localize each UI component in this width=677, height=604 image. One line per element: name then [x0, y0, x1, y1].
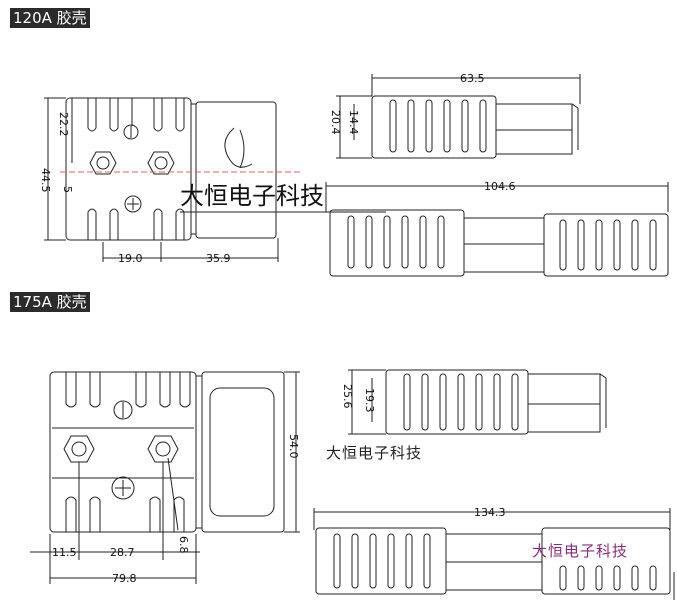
screw-slot-top-175a [113, 400, 133, 420]
side-view-top-175a: 25.6 19.3 [341, 369, 607, 435]
dim-hole-5: 5 [61, 186, 74, 193]
screw-slot-top-120a [123, 124, 139, 140]
ribs-long-left-120a [347, 215, 445, 269]
ribs-top-175a [65, 372, 191, 408]
dim-25-6: 25.6 [341, 384, 354, 409]
dim-134-3: 134.3 [474, 506, 506, 519]
brand-logo-arc [224, 127, 253, 168]
dim-19-0: 19.0 [118, 252, 143, 265]
dim-79-8: 79.8 [112, 572, 137, 585]
ribs-side-top-120a [389, 99, 487, 153]
watermark-bottom: 大恒电子科技 [532, 542, 628, 560]
dim-14-4: 14.4 [347, 110, 360, 135]
mating-face-120a [195, 101, 277, 239]
section-label-120a: 120A 胶壳 [10, 8, 90, 28]
dim-104-6: 104.6 [484, 180, 516, 193]
ribs-bottom-120a [87, 208, 185, 240]
dim-11-5: 11.5 [52, 546, 77, 559]
watermark-top: 大恒电子科技 [180, 182, 324, 210]
dim-54-0: 54.0 [287, 434, 300, 459]
dim-63-5: 63.5 [460, 72, 485, 85]
hex-nut-right-120a [147, 151, 175, 175]
side-view-long-175a: 134.3 [313, 506, 675, 600]
ribs-bottom-175a [65, 496, 185, 532]
front-view-120a: 44.5 22.2 5 19.0 35.9 [39, 97, 300, 265]
housing-body-175a [49, 371, 197, 533]
housing-body-120a [65, 97, 192, 241]
ribs-long-right-120a [559, 219, 657, 271]
dim-20-4: 20.4 [329, 110, 342, 135]
dim-19-3: 19.3 [363, 388, 376, 413]
hex-nut-left-175a [63, 435, 95, 463]
dim-44-5: 44.5 [39, 168, 52, 193]
section-label-175a: 175A 胶壳 [10, 292, 90, 312]
dim-35-9: 35.9 [206, 252, 231, 265]
watermark-middle: 大恒电子科技 [326, 444, 422, 462]
hex-nut-right-175a [147, 435, 179, 463]
ribs-top-120a [87, 98, 185, 132]
mating-face-175a [209, 387, 275, 517]
dim-22-2: 22.2 [57, 112, 70, 137]
hex-nut-left-120a [89, 151, 117, 175]
screw-cross-bottom-120a [124, 195, 142, 213]
ribs-side-top-175a [403, 373, 519, 431]
side-view-top-120a: 63.5 20.4 14.4 [329, 72, 581, 159]
dim-28-7: 28.7 [110, 546, 135, 559]
ribs-long-left-175a [333, 533, 431, 589]
front-view-175a: 54.0 11.5 28.7 6.8 79.8 [30, 371, 300, 585]
screw-cross-bottom-175a [111, 476, 135, 500]
side-view-long-120a: 104.6 [325, 180, 669, 277]
ribs-long-right-175a [559, 565, 657, 591]
dim-hole-6-8: 6.8 [177, 536, 190, 554]
